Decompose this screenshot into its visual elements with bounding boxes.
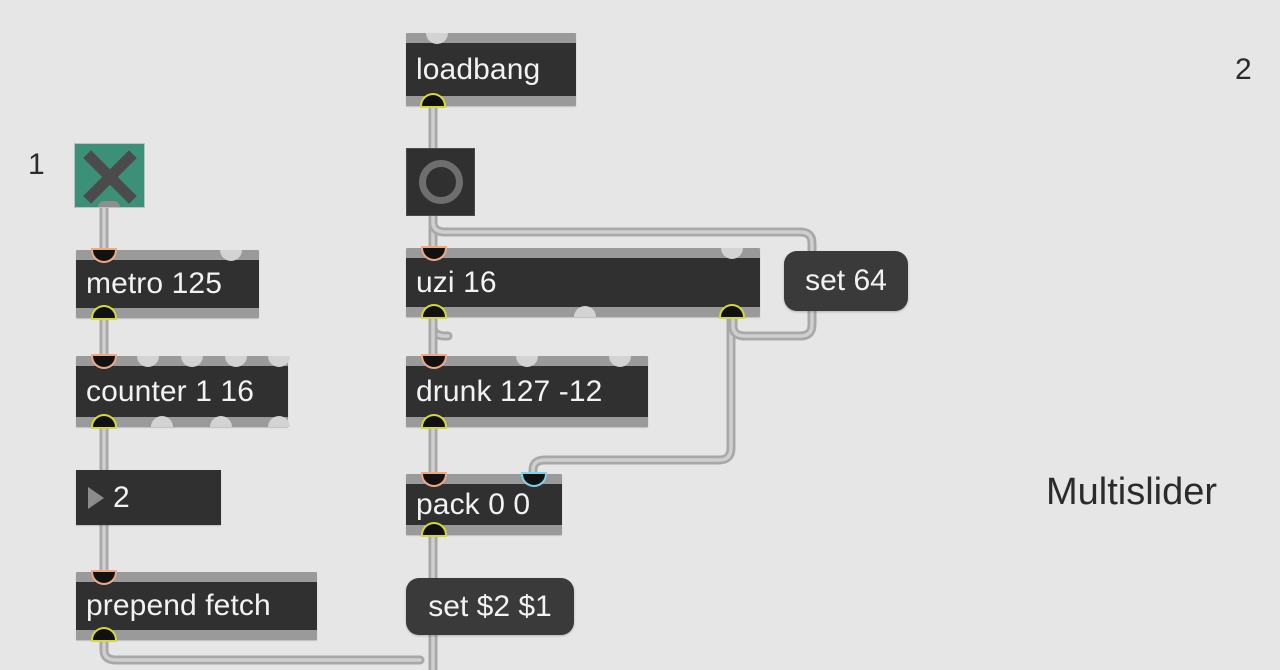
object-drunk[interactable]: drunk 127 -12 bbox=[406, 356, 648, 427]
number-box[interactable]: 2 bbox=[76, 470, 221, 525]
counter-outlet-0[interactable] bbox=[93, 416, 115, 427]
drunk-text: drunk 127 -12 bbox=[406, 366, 648, 417]
object-uzi[interactable]: uzi 16 bbox=[406, 248, 760, 317]
counter-outlet-3[interactable] bbox=[268, 416, 290, 427]
object-counter[interactable]: counter 1 16 bbox=[76, 356, 290, 427]
comment-two: 2 bbox=[1235, 53, 1252, 86]
uzi-outlet-2[interactable] bbox=[721, 306, 743, 317]
uzi-outlet-1[interactable] bbox=[574, 306, 596, 317]
counter-inlet-2[interactable] bbox=[181, 356, 203, 367]
message-set-64-text: set 64 bbox=[805, 264, 887, 297]
number-box-value: 2 bbox=[113, 480, 130, 514]
message-set-64[interactable]: set 64 bbox=[784, 251, 908, 311]
pack-outlet-0[interactable] bbox=[423, 524, 445, 535]
toggle-outlet[interactable] bbox=[98, 201, 120, 207]
prepend-text: prepend fetch bbox=[76, 582, 317, 630]
pack-inlet-0[interactable] bbox=[423, 474, 445, 485]
drunk-outlet-0[interactable] bbox=[423, 416, 445, 427]
object-loadbang[interactable]: loadbang bbox=[406, 33, 576, 106]
pack-text: pack 0 0 bbox=[406, 484, 562, 525]
object-prepend[interactable]: prepend fetch bbox=[76, 572, 317, 640]
number-box-triangle-icon bbox=[88, 486, 104, 509]
message-set-2-1-text: set $2 $1 bbox=[428, 589, 552, 623]
prepend-inlet-0[interactable] bbox=[93, 572, 115, 583]
counter-inlet-3[interactable] bbox=[225, 356, 247, 367]
pack-inlet-1[interactable] bbox=[523, 474, 545, 485]
counter-inlet-0[interactable] bbox=[93, 356, 115, 367]
cord-uzi-left-to-drunk bbox=[428, 313, 453, 361]
counter-outlet-2[interactable] bbox=[210, 416, 232, 427]
bang-circle-icon bbox=[418, 160, 463, 204]
drunk-inlet-1[interactable] bbox=[516, 356, 538, 367]
counter-text: counter 1 16 bbox=[76, 366, 288, 417]
uzi-text: uzi 16 bbox=[406, 258, 760, 307]
loadbang-text: loadbang bbox=[406, 43, 576, 96]
object-pack[interactable]: pack 0 0 bbox=[406, 474, 562, 535]
message-set-2-1[interactable]: set $2 $1 bbox=[406, 578, 574, 635]
metro-outlet-0[interactable] bbox=[93, 307, 115, 318]
toggle[interactable] bbox=[74, 143, 145, 208]
counter-outlet-1[interactable] bbox=[151, 416, 173, 427]
drunk-inlet-0[interactable] bbox=[423, 356, 445, 367]
toggle-cross-icon bbox=[83, 150, 137, 204]
cord-prepend-to-right bbox=[99, 635, 425, 665]
prepend-outlet-0[interactable] bbox=[93, 629, 115, 640]
object-metro[interactable]: metro 125 bbox=[76, 250, 259, 318]
counter-inlet-4[interactable] bbox=[268, 356, 290, 367]
counter-inlet-1[interactable] bbox=[137, 356, 159, 367]
metro-inlet-1[interactable] bbox=[220, 250, 242, 261]
comment-one: 1 bbox=[28, 148, 45, 181]
metro-text: metro 125 bbox=[76, 260, 259, 308]
comment-multislider: Multislider bbox=[1046, 471, 1218, 513]
loadbang-inlet-0[interactable] bbox=[426, 33, 448, 44]
bang-button[interactable] bbox=[406, 148, 475, 216]
cord-bang-to-set64 bbox=[428, 211, 817, 255]
metro-inlet-0[interactable] bbox=[93, 250, 115, 261]
loadbang-outlet-0[interactable] bbox=[422, 95, 444, 106]
uzi-outlet-0[interactable] bbox=[423, 306, 445, 317]
